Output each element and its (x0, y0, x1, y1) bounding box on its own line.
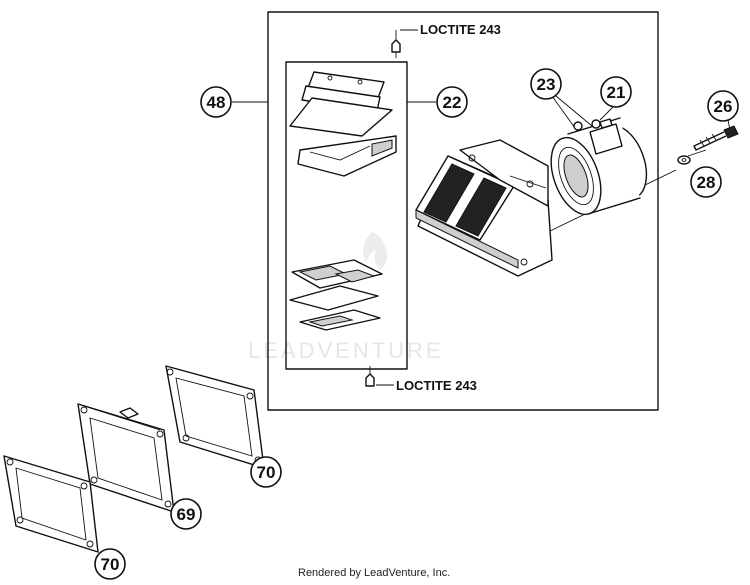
intake-flange (550, 117, 648, 216)
clamp-screws (573, 118, 613, 131)
svg-text:22: 22 (443, 93, 462, 112)
gasket-69 (77, 403, 175, 513)
loctite-screw-bottom (365, 366, 375, 387)
reed-petal-bottom (289, 259, 383, 331)
callout-70-top[interactable]: 70 (250, 456, 282, 488)
assembly-frame (267, 11, 659, 411)
svg-text:26: 26 (714, 97, 733, 116)
screw-26 (693, 125, 739, 151)
svg-text:23: 23 (537, 75, 556, 94)
callout-48[interactable]: 48 (200, 86, 232, 118)
svg-text:69: 69 (177, 505, 196, 524)
watermark-text: LEADVENTURE (248, 338, 444, 363)
svg-text:70: 70 (257, 463, 276, 482)
callout-28[interactable]: 28 (690, 166, 722, 198)
watermark: LEADVENTURE (248, 232, 444, 363)
loctite-note-top: LOCTITE 243 (420, 22, 501, 37)
loctite-screw-top (391, 39, 401, 58)
reed-petal-top (289, 97, 397, 177)
callout-26[interactable]: 26 (707, 90, 739, 122)
washer-28 (677, 155, 691, 165)
svg-text:28: 28 (697, 173, 716, 192)
gasket-70-top (165, 365, 265, 469)
callout-22[interactable]: 22 (436, 86, 468, 118)
reed-kit-frame (285, 61, 408, 370)
loctite-note-bottom: LOCTITE 243 (396, 378, 477, 393)
callout-70-bottom[interactable]: 70 (94, 548, 126, 580)
svg-text:70: 70 (101, 555, 120, 574)
reed-valve-body (415, 139, 553, 277)
callout-23[interactable]: 23 (530, 68, 562, 100)
svg-text:48: 48 (207, 93, 226, 112)
footer-credit: Rendered by LeadVenture, Inc. (298, 567, 450, 579)
callout-21[interactable]: 21 (600, 76, 632, 108)
gasket-70-bottom (3, 455, 99, 553)
svg-text:21: 21 (607, 83, 626, 102)
callout-69[interactable]: 69 (170, 498, 202, 530)
